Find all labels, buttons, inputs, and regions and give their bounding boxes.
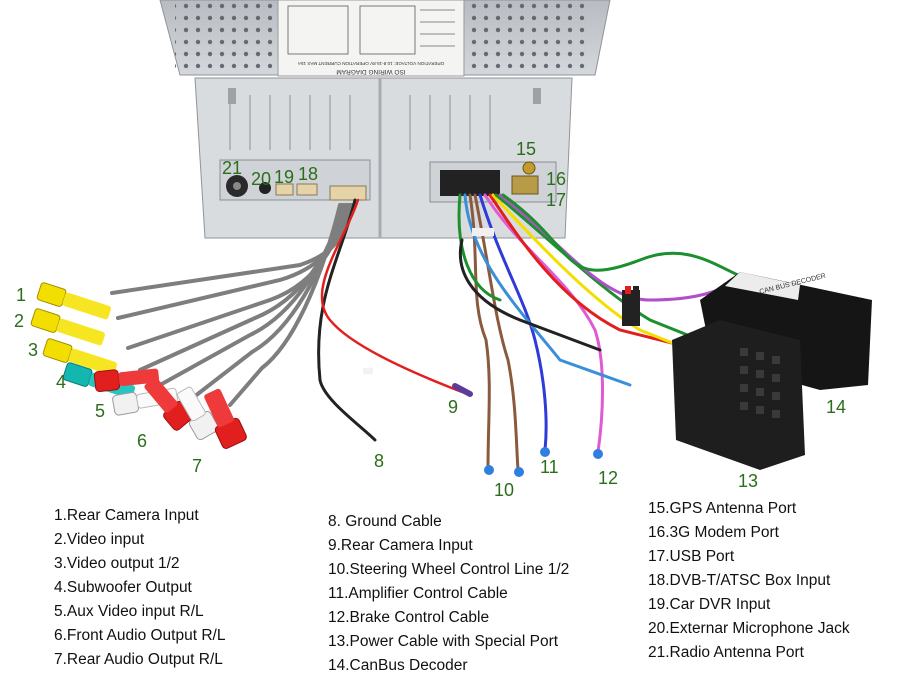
legend-item: 1.Rear Camera Input <box>54 507 199 524</box>
power-plug <box>672 320 805 470</box>
legend-middle-column: 8. Ground Cable 9.Rear Camera Input 10.S… <box>328 510 569 678</box>
legend-item: 3.Video output 1/2 <box>54 555 180 572</box>
legend-item: 10.Steering Wheel Control Line 1/2 <box>328 561 570 578</box>
callout-4: 4 <box>56 372 67 392</box>
callout-3: 3 <box>28 340 39 360</box>
legend-item: 18.DVB-T/ATSC Box Input <box>648 572 831 589</box>
legend-item: 12.Brake Control Cable <box>328 609 490 626</box>
callout-13: 13 <box>738 471 759 491</box>
top-sticker: ISO WIRING DIAGRAM OPERATION VOLTAGE: 10… <box>277 0 465 77</box>
callout-5: 5 <box>95 401 106 421</box>
callout-2: 2 <box>14 311 25 331</box>
callout-14: 14 <box>826 397 847 417</box>
legend-item: 17.USB Port <box>648 548 735 565</box>
callout-18: 18 <box>298 164 319 184</box>
top-sticker-subtitle: OPERATION VOLTAGE: 10.8-15.8V OPERATION … <box>297 61 444 66</box>
legend-item: 13.Power Cable with Special Port <box>328 633 559 650</box>
legend-item: 11.Amplifier Control Cable <box>328 585 508 602</box>
legend-right-column: 15.GPS Antenna Port 16.3G Modem Port 17.… <box>648 497 850 665</box>
legend-item: 9.Rear Camera Input <box>328 537 473 554</box>
legend-item: 4.Subwoofer Output <box>54 579 192 596</box>
legend-item: 6.Front Audio Output R/L <box>54 627 226 644</box>
legend-item: 16.3G Modem Port <box>648 524 779 541</box>
car-dvr-port <box>275 183 294 196</box>
callout-9: 9 <box>448 397 459 417</box>
canbus-decoder: CAN BUS DECODER <box>672 272 872 470</box>
head-unit-chassis: ISO WIRING DIAGRAM OPERATION VOLTAGE: 10… <box>159 0 611 239</box>
legend-item: 21.Radio Antenna Port <box>648 644 804 661</box>
callout-6: 6 <box>137 431 148 451</box>
legend-item: 14.CanBus Decoder <box>328 657 468 674</box>
callout-7: 7 <box>192 456 203 476</box>
legend-item: 20.Externar Microphone Jack <box>648 620 850 637</box>
wiring-illustration: ISO WIRING DIAGRAM OPERATION VOLTAGE: 10… <box>30 0 872 477</box>
callout-1: 1 <box>16 285 27 305</box>
legend-item: 19.Car DVR Input <box>648 596 771 613</box>
dvb-box-port <box>296 183 318 196</box>
microphone-jack <box>259 182 271 194</box>
legend-item: 2.Video input <box>54 531 145 548</box>
wiring-diagram: ISO WIRING DIAGRAM OPERATION VOLTAGE: 10… <box>14 0 872 500</box>
legend-item: 8. Ground Cable <box>328 513 442 530</box>
legend-item: 5.Aux Video input R/L <box>54 603 204 620</box>
top-sticker-title: ISO WIRING DIAGRAM <box>336 68 405 75</box>
rca-connectors <box>30 282 247 449</box>
callout-16: 16 <box>546 169 567 189</box>
small-plug <box>622 290 640 326</box>
callout-11: 11 <box>540 457 559 477</box>
legend-item: 15.GPS Antenna Port <box>648 500 797 517</box>
callout-15: 15 <box>516 139 537 159</box>
iso-connector <box>440 170 500 196</box>
legend-left-column: 1.Rear Camera Input 2.Video input 3.Vide… <box>54 504 225 672</box>
usb-port <box>511 175 539 195</box>
callout-19: 19 <box>274 167 295 187</box>
left-wire-bundle <box>110 198 464 442</box>
callout-10: 10 <box>494 480 515 500</box>
callout-12: 12 <box>598 468 619 488</box>
gps-antenna-port <box>522 161 536 175</box>
legend-item: 7.Rear Audio Output R/L <box>54 651 223 668</box>
callout-20: 20 <box>251 169 272 189</box>
callout-8: 8 <box>374 451 385 471</box>
callout-17: 17 <box>546 190 567 210</box>
callout-21: 21 <box>222 158 243 178</box>
